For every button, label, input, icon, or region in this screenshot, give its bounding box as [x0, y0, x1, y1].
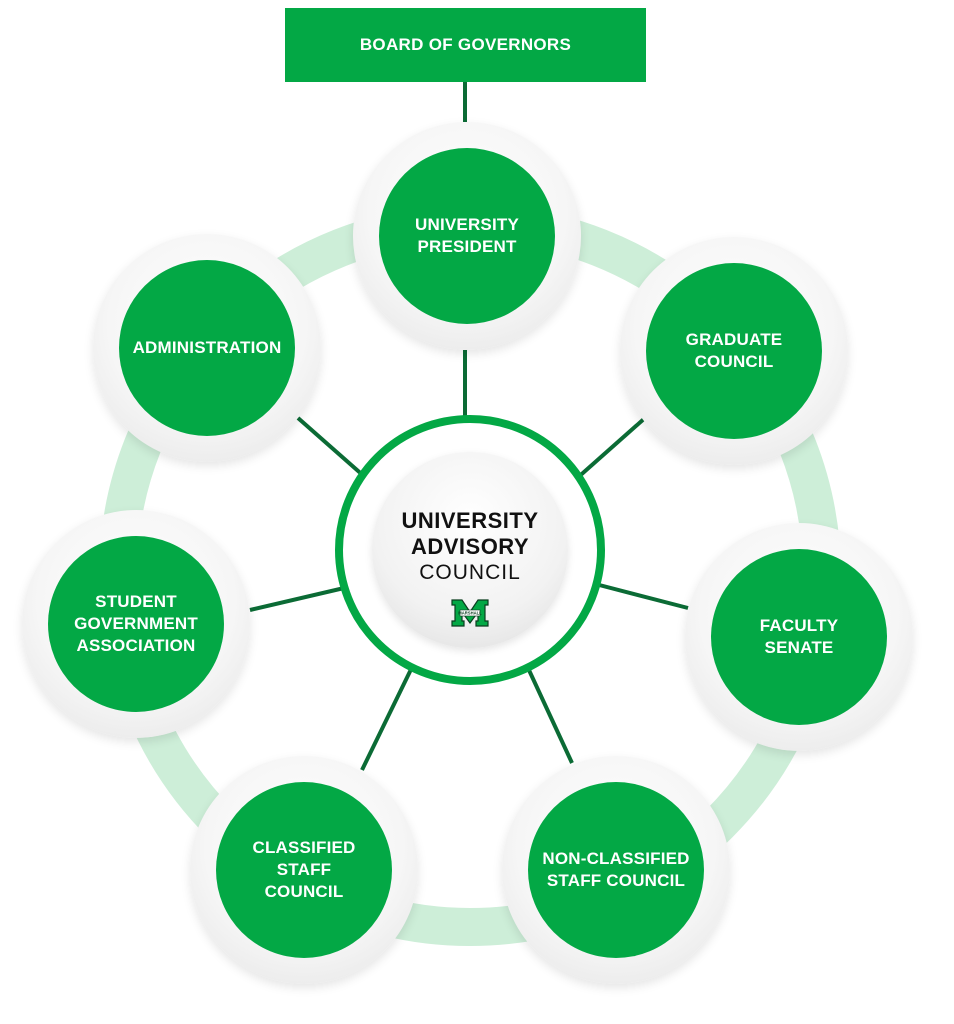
board-of-governors-box: BOARD OF GOVERNORS	[285, 8, 646, 82]
administration-node: ADMINISTRATION	[119, 260, 295, 436]
connector-nonclassified	[520, 654, 574, 764]
logo-text: MARSHALL	[458, 611, 482, 616]
non-classified-node: NON-CLASSIFIED STAFF COUNCIL	[528, 782, 704, 958]
board-of-governors-label: BOARD OF GOVERNORS	[359, 35, 572, 54]
connector-student	[249, 583, 358, 612]
center-line-3: COUNCIL	[419, 561, 521, 584]
president-node: UNIVERSITY PRESIDENT	[379, 148, 555, 324]
center-line-1: UNIVERSITY	[401, 508, 539, 533]
faculty-senate-node: FACULTY SENATE	[711, 549, 887, 725]
student-government-label: STUDENT GOVERNMENT ASSOCIATION	[74, 592, 198, 655]
classified-staff-node: CLASSIFIED STAFF COUNCIL	[216, 782, 392, 958]
student-government-node: STUDENT GOVERNMENT ASSOCIATION	[48, 536, 224, 712]
connector-classified	[360, 654, 420, 771]
president-label: UNIVERSITY PRESIDENT	[414, 215, 520, 256]
center-title: UNIVERSITY ADVISORY COUNCIL	[372, 508, 568, 586]
graduate-council-node: GRADUATE COUNCIL	[646, 263, 822, 439]
administration-label: ADMINISTRATION	[132, 338, 282, 357]
center-line-2: ADVISORY	[410, 534, 530, 559]
faculty-senate-label: FACULTY SENATE	[759, 616, 839, 657]
classified-staff-label: CLASSIFIED STAFF COUNCIL	[252, 838, 356, 901]
graduate-council-label: GRADUATE COUNCIL	[685, 330, 783, 371]
non-classified-label: NON-CLASSIFIED STAFF COUNCIL	[542, 849, 690, 890]
marshall-logo-icon: MARSHALL	[451, 599, 489, 627]
